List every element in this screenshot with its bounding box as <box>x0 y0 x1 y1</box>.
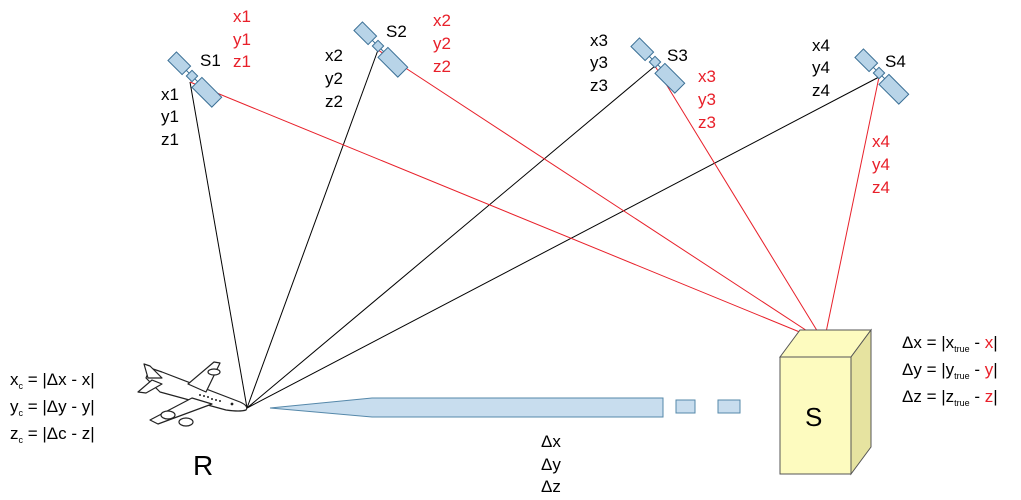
satellite-red-y: y4 <box>872 155 890 174</box>
satellite-red-x: x4 <box>872 132 890 151</box>
satellite-name: S1 <box>200 51 221 70</box>
satellite-black-x: x1 <box>161 85 179 104</box>
satellite-black-x: x3 <box>590 31 608 50</box>
receiver-label: R <box>193 450 213 481</box>
correction-dx: Δx <box>541 432 561 451</box>
arrow-dash-1 <box>675 399 696 414</box>
correction-arrow <box>269 397 741 418</box>
satellite-black-y: y1 <box>161 107 179 126</box>
satellite-black-z: z2 <box>325 92 343 111</box>
arrow-dash-2 <box>717 399 741 414</box>
satellite-black-x: x2 <box>325 46 343 65</box>
station-eq-x: Δx = |xtrue - x| <box>902 333 998 354</box>
correction-labels: Δx Δy Δz <box>541 432 561 496</box>
satellite-black-y: y3 <box>590 53 608 72</box>
satellite-red-x: x2 <box>433 11 451 30</box>
line-s-s1 <box>189 81 825 343</box>
satellite-black-x: x4 <box>812 36 830 55</box>
station-lines <box>189 49 880 343</box>
station-eq-z: Δz = |ztrue - z| <box>902 387 998 408</box>
satellite-red-z: z2 <box>433 57 451 76</box>
line-s-s3 <box>654 65 825 343</box>
satellite-name: S3 <box>667 46 688 65</box>
satellite-s1: S1 x1 y1 z1 x1 y1 z1 <box>161 7 251 149</box>
receiver-eq-y: yc = |Δy - y| <box>10 397 95 418</box>
satellite-black-z: z3 <box>590 76 608 95</box>
satellite-name: S2 <box>386 22 407 41</box>
line-s-s4 <box>823 76 880 343</box>
satellite-red-x: x3 <box>698 67 716 86</box>
satellite-red-y: y3 <box>698 90 716 109</box>
satellite-red-y: y2 <box>433 34 451 53</box>
airplane-icon <box>137 361 248 427</box>
station-label: S <box>805 402 822 432</box>
satellite-s2: S2 x2 y2 z2 x2 y2 z2 <box>325 11 451 111</box>
satellite-red-y: y1 <box>233 30 251 49</box>
arrow-shape <box>269 397 664 418</box>
satellite-red-z: z3 <box>698 113 716 132</box>
satellite-name: S4 <box>885 52 906 71</box>
receiver-eq-z: zc = |Δc - z| <box>10 424 95 445</box>
satellite-black-y: y2 <box>325 69 343 88</box>
satellite-red-x: x1 <box>233 7 251 26</box>
satellite-red-z: z4 <box>872 178 890 197</box>
line-r-s4 <box>246 76 880 409</box>
line-r-s1 <box>189 81 248 409</box>
correction-dy: Δy <box>541 455 561 474</box>
receiver-lines <box>189 49 880 409</box>
satellite-red-z: z1 <box>233 52 251 71</box>
receiver-equations: xc = |Δx - x| yc = |Δy - y| zc = |Δc - z… <box>10 370 95 445</box>
satellite-black-y: y4 <box>812 58 830 77</box>
line-r-s2 <box>246 49 379 409</box>
reference-station-icon: S <box>779 328 872 476</box>
correction-dz: Δz <box>541 477 561 496</box>
satellite-s3: S3 x3 y3 z3 x3 y3 z3 <box>590 31 716 132</box>
satellite-black-z: z4 <box>812 81 830 100</box>
station-eq-y: Δy = |ytrue - y| <box>902 360 998 381</box>
station-equations: Δx = |xtrue - x| Δy = |ytrue - y| Δz = |… <box>902 333 998 408</box>
line-r-s3 <box>246 65 656 409</box>
satellite-s4: S4 x4 y4 z4 x4 y4 z4 <box>812 36 910 197</box>
receiver-eq-x: xc = |Δx - x| <box>10 370 95 391</box>
line-s-s2 <box>377 49 825 343</box>
satellite-black-z: z1 <box>161 130 179 149</box>
